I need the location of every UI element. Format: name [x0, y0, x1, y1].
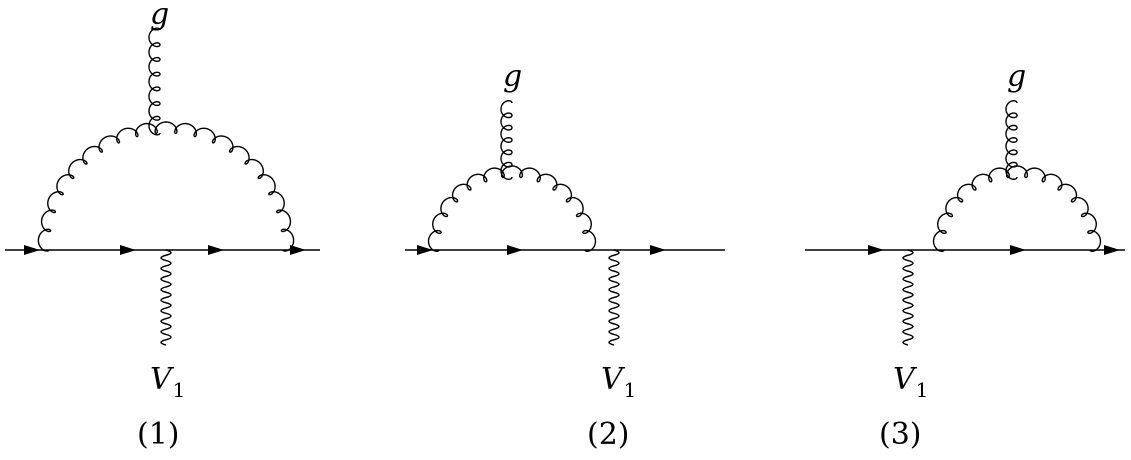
gluon-loop-1 [37, 121, 295, 252]
boson-label-1: V1 [150, 362, 186, 402]
quark-arrow-2c [650, 245, 666, 255]
vector-boson-line-1 [160, 249, 172, 346]
gluon-label-3: g [1007, 59, 1027, 94]
gluon-label-2: g [503, 59, 523, 94]
quark-arrow-2b [507, 245, 523, 255]
gluon-loop-3 [932, 165, 1102, 252]
quark-arrow-1c [208, 245, 224, 255]
gluon-label-1: g [150, 0, 170, 32]
vector-boson-line-3 [902, 249, 914, 346]
boson-label-3: V1 [893, 362, 929, 402]
quark-arrow-1a [24, 245, 40, 255]
quark-arrow-1d [290, 245, 306, 255]
diagram-caption-1: (1) [137, 417, 180, 452]
external-gluon-1 [148, 27, 161, 136]
quark-arrow-2a [417, 245, 433, 255]
quark-arrow-3b [1010, 245, 1026, 255]
boson-label-2: V1 [601, 362, 637, 402]
gluon-loop-2 [427, 165, 597, 252]
diagram-caption-2: (2) [587, 417, 630, 452]
external-gluon-2 [500, 100, 513, 180]
vector-boson-line-2 [608, 249, 620, 346]
quark-arrow-3c [1104, 245, 1120, 255]
diagram-caption-3: (3) [879, 417, 922, 452]
quark-arrow-3a [868, 245, 884, 255]
external-gluon-3 [1005, 100, 1018, 180]
quark-arrow-1b [120, 245, 136, 255]
